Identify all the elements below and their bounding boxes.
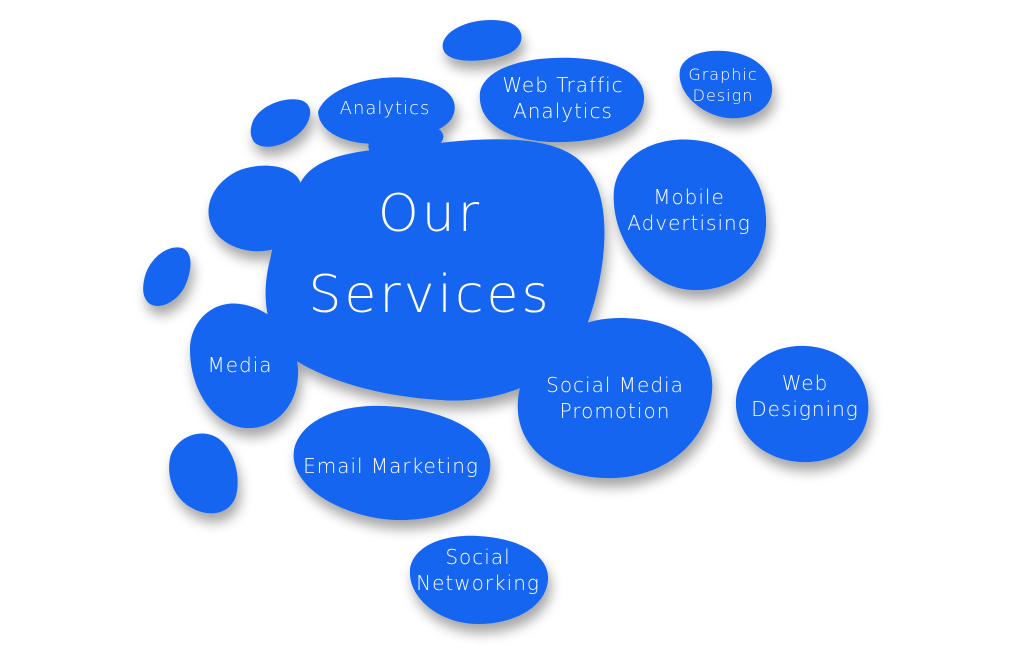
web-designing-blob [735, 345, 869, 463]
mobile-advertising-blob [613, 139, 767, 291]
service-graphic-design[interactable]: Graphic Design [688, 65, 758, 105]
media-blob [190, 303, 299, 429]
small-blob-left-top [250, 99, 311, 147]
center-blob [265, 139, 605, 401]
service-analytics[interactable]: Analytics [339, 98, 431, 120]
social-networking-blob [409, 535, 549, 624]
service-social-networking[interactable]: Social Networking [416, 545, 540, 595]
service-media[interactable]: Media [207, 353, 273, 377]
small-blob-left-mid [143, 247, 191, 307]
small-blob-bottom-left [169, 433, 238, 514]
service-web-traffic-analytics[interactable]: Web Traffic Analytics [502, 73, 624, 123]
social-media-promotion-blob [517, 318, 713, 479]
service-web-designing[interactable]: Web Designing [751, 371, 859, 421]
service-mobile-advertising[interactable]: Mobile Advertising [627, 185, 751, 235]
email-marketing-blob [293, 405, 491, 521]
service-email-marketing[interactable]: Email Marketing [303, 454, 479, 478]
center-title: Our Services [308, 184, 552, 325]
analytics-blob [318, 77, 455, 144]
center-arm-blob [208, 165, 305, 252]
web-traffic-analytics-blob [479, 57, 645, 143]
service-social-media-promotion[interactable]: Social Media Promotion [546, 373, 684, 423]
graphic-design-blob [679, 50, 773, 119]
small-blob-top [442, 20, 522, 61]
